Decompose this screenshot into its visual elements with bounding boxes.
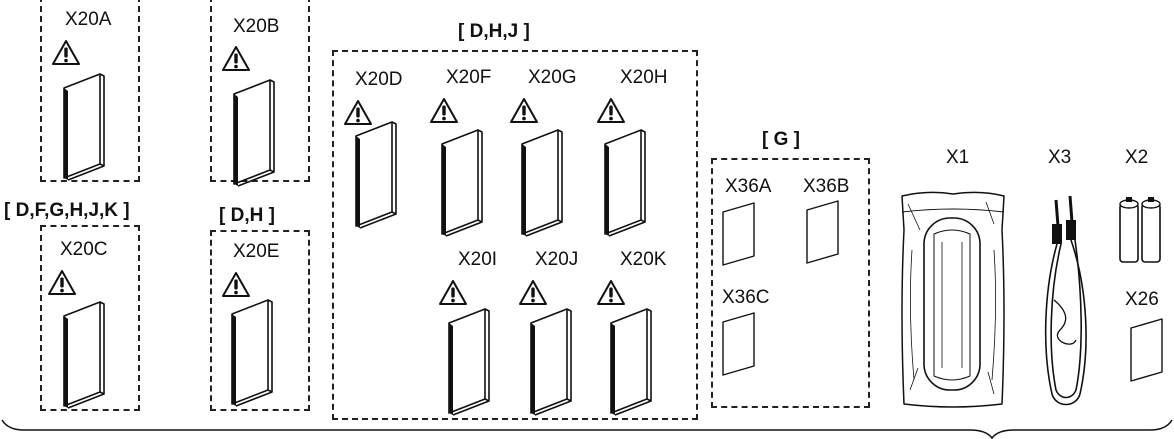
manual-book-icon [448, 308, 490, 416]
warning-triangle-icon [430, 98, 458, 123]
item-label-x20j: X20J [535, 249, 579, 270]
warning-triangle-icon [52, 40, 80, 65]
sheet-icon [722, 202, 755, 266]
manual-book-icon [610, 308, 652, 416]
manual-book-icon [355, 121, 397, 229]
item-label-x20e: X20E [233, 241, 280, 262]
item-label-x20g: X20G [528, 67, 577, 88]
warning-triangle-icon [48, 270, 76, 295]
brace-icon [1, 419, 1173, 439]
bagged-remote-icon [901, 191, 1005, 408]
manual-book-icon [604, 129, 646, 237]
item-label-x36a: X36A [725, 176, 772, 197]
manual-book-icon [521, 129, 563, 237]
manual-book-icon [233, 79, 275, 187]
group-box-x20b [210, 0, 310, 182]
item-label-x3: X3 [1048, 147, 1072, 168]
item-label-x20i: X20I [458, 249, 498, 270]
sheet-icon [1130, 318, 1163, 382]
warning-triangle-icon [597, 98, 625, 123]
group-label-dh: [ D,H ] [219, 205, 275, 226]
item-label-x36c: X36C [722, 287, 770, 308]
manual-book-icon [441, 129, 483, 237]
group-label-g: [ G ] [762, 129, 800, 150]
warning-triangle-icon [222, 46, 250, 71]
item-label-x1: X1 [946, 147, 970, 168]
warning-triangle-icon [519, 280, 547, 305]
av-cable-icon [1044, 195, 1087, 406]
item-label-x20a: X20A [65, 9, 112, 30]
group-label-dhj: [ D,H,J ] [458, 21, 530, 42]
warning-triangle-icon [344, 100, 372, 125]
item-label-x20f: X20F [446, 67, 492, 88]
sheet-icon [806, 200, 839, 264]
group-label-dfghjk: [ D,F,G,H,J,K ] [4, 200, 130, 221]
item-label-x26: X26 [1125, 289, 1159, 310]
warning-triangle-icon [222, 272, 250, 297]
warning-triangle-icon [597, 280, 625, 305]
group-box-g [711, 158, 870, 408]
group-box-x20a [40, 0, 140, 182]
sheet-icon [722, 312, 755, 376]
batteries-icon [1119, 197, 1161, 263]
group-box-dhj [332, 50, 698, 420]
manual-book-icon [63, 301, 105, 409]
group-box-dh [210, 230, 310, 411]
warning-triangle-icon [439, 280, 467, 305]
warning-triangle-icon [510, 98, 538, 123]
item-label-x2: X2 [1125, 147, 1149, 168]
item-label-x20h: X20H [620, 67, 668, 88]
manual-book-icon [530, 308, 572, 416]
item-label-x20d: X20D [355, 69, 403, 90]
item-label-x20c: X20C [60, 239, 108, 260]
item-label-x20k: X20K [620, 249, 667, 270]
manual-book-icon [231, 299, 273, 407]
item-label-x20b: X20B [233, 16, 280, 37]
item-label-x36b: X36B [803, 176, 850, 197]
manual-book-icon [63, 73, 105, 181]
group-box-dfghjk [40, 225, 140, 411]
